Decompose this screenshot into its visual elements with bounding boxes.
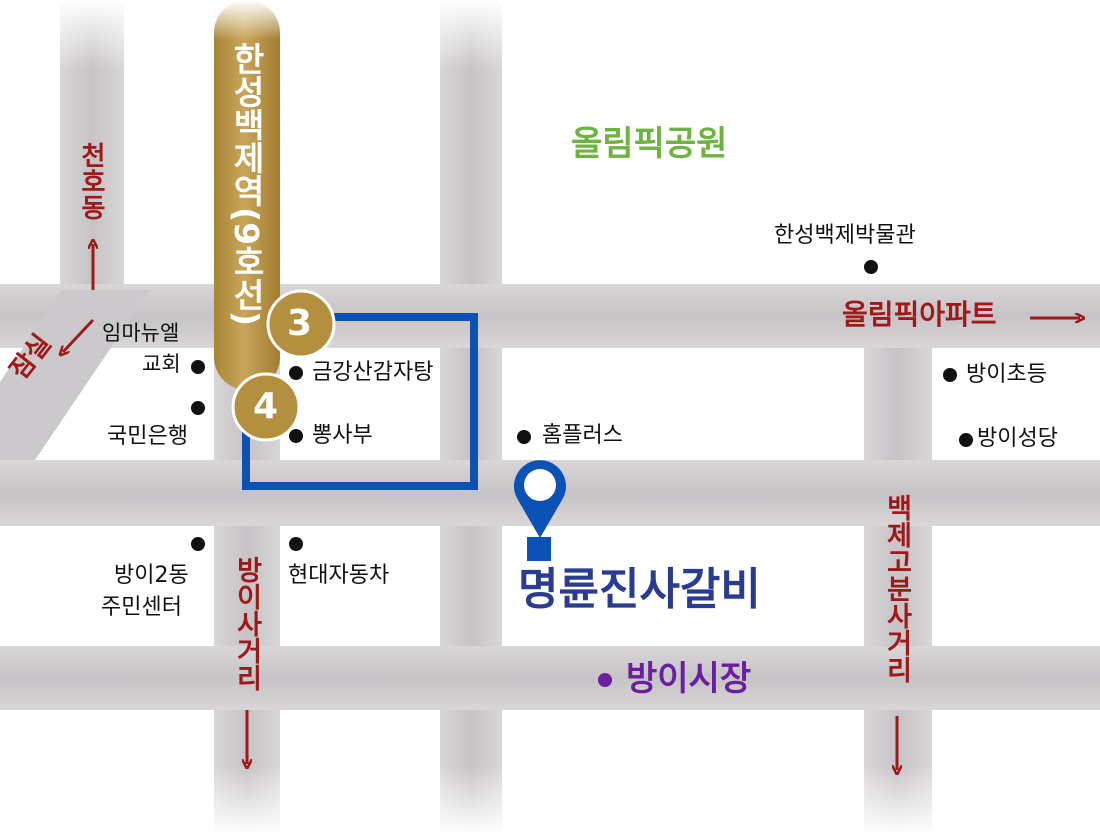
place-bank: 국민은행 xyxy=(107,424,188,449)
place-cathedral-dot xyxy=(959,433,973,447)
place-geumgang: 금강산감자탕 xyxy=(312,360,434,385)
place-geumgang-dot xyxy=(289,366,303,380)
road-horizontal-1 xyxy=(0,284,1100,348)
place-homeplus: 홈플러스 xyxy=(542,423,623,448)
exit-4-circle xyxy=(231,372,301,442)
direction-baekje-gobun: 백제고분사거리 xyxy=(881,494,912,683)
exit-4-label: 4 xyxy=(253,386,279,427)
place-center-line1: 방이2동 xyxy=(114,563,189,588)
place-church-line1: 임마뉴엘 xyxy=(102,321,180,345)
destination-name: 명륜진사갈비 xyxy=(518,564,761,615)
direction-olympic-apt: 올림픽아파트 xyxy=(842,298,997,331)
place-center-dot xyxy=(191,537,205,551)
place-museum-dot xyxy=(864,260,878,274)
route-line xyxy=(242,313,478,490)
road-diagonal xyxy=(0,290,150,460)
place-school-dot xyxy=(943,368,957,382)
place-hyundai: 현대자동차 xyxy=(288,563,390,588)
place-hyundai-dot xyxy=(289,537,303,551)
pin-base xyxy=(527,537,551,561)
place-ppong: 뽕사부 xyxy=(312,423,373,448)
place-cathedral: 방이성당 xyxy=(977,426,1058,451)
market-name: 방이시장 xyxy=(626,659,752,699)
market-dot xyxy=(598,673,612,687)
place-church-line2: 교회 xyxy=(142,352,181,376)
place-homeplus-dot xyxy=(517,430,531,444)
station-name: 한성백제역(9호선) xyxy=(227,42,266,327)
place-center-line2: 주민센터 xyxy=(101,595,182,620)
place-school: 방이초등 xyxy=(966,362,1047,387)
exit-3-label: 3 xyxy=(287,303,313,344)
station-strip xyxy=(214,0,280,390)
park-name: 올림픽공원 xyxy=(571,124,728,164)
arrow-jamsil xyxy=(63,318,95,352)
place-church-dot xyxy=(191,360,205,374)
direction-cheonho: 천호동 xyxy=(76,142,106,220)
place-bank-dot xyxy=(191,401,205,415)
place-ppong-dot xyxy=(289,429,303,443)
place-museum: 한성백제박물관 xyxy=(774,223,916,248)
road-horizontal-3 xyxy=(0,646,1100,710)
exit-3-circle xyxy=(266,289,336,359)
direction-bangi-sageori: 방이사거리 xyxy=(231,556,262,691)
